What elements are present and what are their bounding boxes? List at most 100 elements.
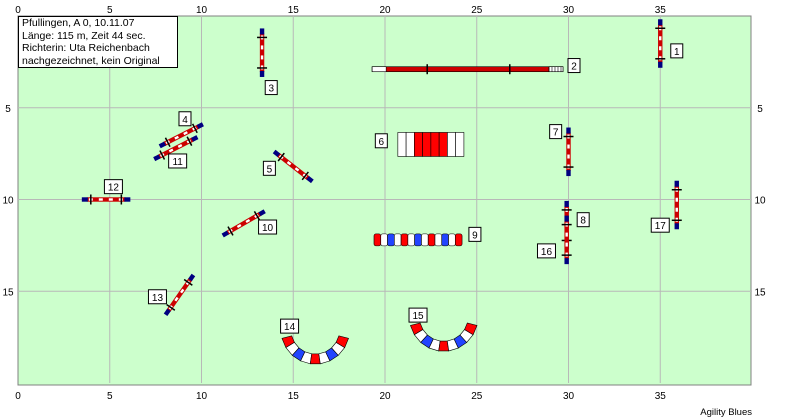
obstacle-label-box bbox=[536, 243, 556, 259]
jump-wing bbox=[163, 308, 171, 317]
judge-line: Richterin: Uta Reichenbach bbox=[22, 42, 150, 54]
y-tick-label: 10 bbox=[2, 196, 14, 207]
jump-wing bbox=[658, 19, 663, 26]
tire-segment bbox=[430, 132, 440, 157]
weave-pole bbox=[421, 233, 429, 247]
x-tick-label: 35 bbox=[655, 5, 667, 16]
obstacle-label-box bbox=[567, 58, 581, 74]
stats-line: Länge: 115 m, Zeit 44 sec. bbox=[22, 29, 146, 42]
obstacle-label-box bbox=[262, 160, 276, 176]
jump-pole bbox=[159, 150, 166, 160]
x-tick-label: 10 bbox=[196, 5, 208, 16]
obstacle-number-11: 11 bbox=[172, 157, 183, 168]
jump-bar-stripe bbox=[675, 207, 678, 212]
credit-text: Agility Blues bbox=[700, 407, 752, 418]
tunnel-segment bbox=[335, 335, 349, 349]
obstacle-number-13: 13 bbox=[152, 293, 164, 304]
jump-wing bbox=[258, 209, 266, 217]
event-line: Pfullingen, A 0, 10.11.07 bbox=[22, 17, 135, 29]
weave-pole bbox=[387, 233, 395, 247]
obstacles-layer bbox=[81, 19, 682, 365]
obstacle-label-box bbox=[168, 153, 188, 169]
jump-wing bbox=[188, 273, 196, 282]
obstacle-number-16: 16 bbox=[541, 247, 553, 258]
x-tick-label: 15 bbox=[288, 391, 300, 402]
jump-bar-stripe bbox=[675, 197, 678, 202]
jump-bar bbox=[658, 24, 663, 63]
jump-pole bbox=[166, 303, 176, 311]
jump-pole bbox=[164, 137, 171, 148]
weave-pole bbox=[414, 233, 422, 247]
y-tick-label: 5 bbox=[757, 104, 763, 115]
x-tick-label: 15 bbox=[288, 5, 300, 16]
jump-wing bbox=[272, 149, 281, 157]
jump-bar-stripe bbox=[659, 46, 662, 51]
obstacle-number-8: 8 bbox=[580, 216, 586, 227]
jump bbox=[561, 215, 572, 265]
jump bbox=[163, 273, 196, 317]
jump-bar-stripe bbox=[294, 167, 300, 172]
obstacle-number-3: 3 bbox=[268, 84, 274, 95]
y-tick-label: 10 bbox=[754, 196, 766, 207]
jump-bar-stripe bbox=[174, 296, 179, 302]
x-tick-label: 10 bbox=[196, 391, 208, 402]
obstacle-number-10: 10 bbox=[262, 223, 274, 234]
jump-wing bbox=[564, 200, 569, 207]
obstacle-number-14: 14 bbox=[284, 322, 296, 333]
obstacle-number-1: 1 bbox=[674, 47, 680, 58]
jump bbox=[221, 209, 266, 238]
obstacle-label-box bbox=[468, 226, 482, 242]
obstacle-number-4: 4 bbox=[182, 115, 188, 126]
jump-wing bbox=[566, 127, 571, 134]
note-line: nachgezeichnet, kein Original bbox=[22, 54, 160, 67]
jump-bar bbox=[163, 124, 200, 146]
jump-bar bbox=[166, 277, 193, 312]
jump bbox=[563, 127, 574, 177]
jump-bar-stripe bbox=[260, 55, 264, 60]
obstacle-number-7: 7 bbox=[553, 128, 559, 139]
y-tick-label: 15 bbox=[2, 287, 14, 298]
obstacle-label-box bbox=[258, 219, 278, 235]
jump-bar bbox=[674, 185, 679, 225]
jump-bar-stripe bbox=[98, 198, 103, 201]
x-tick-label: 5 bbox=[107, 391, 113, 402]
tire-segment bbox=[414, 132, 423, 157]
jump-wing bbox=[196, 122, 204, 129]
jump-wing bbox=[259, 70, 265, 77]
jump-bar-stripe bbox=[180, 288, 185, 294]
jump-bar-stripe bbox=[286, 161, 292, 166]
jump-wing bbox=[564, 258, 569, 265]
weave-pole bbox=[394, 233, 402, 247]
jump-wing bbox=[81, 197, 88, 202]
obstacle-label-box bbox=[280, 318, 300, 334]
jump-pole bbox=[277, 152, 285, 162]
jump-pole bbox=[301, 171, 309, 181]
jump-bar-stripe bbox=[236, 223, 242, 229]
y-tick-label: 5 bbox=[5, 104, 11, 115]
obstacle-number-2: 2 bbox=[571, 62, 577, 73]
jump-wing bbox=[674, 180, 679, 187]
jump bbox=[671, 180, 682, 230]
jump bbox=[81, 194, 131, 205]
jump-pole bbox=[227, 226, 234, 236]
jump bbox=[655, 19, 666, 68]
jump-wing bbox=[124, 197, 131, 202]
weave-pole bbox=[441, 233, 449, 247]
obstacle-label-box bbox=[178, 111, 192, 127]
jump-bar-stripe bbox=[174, 135, 179, 140]
weave-pole bbox=[380, 233, 388, 247]
tire-segment bbox=[447, 132, 456, 157]
obstacle-label-box bbox=[374, 133, 388, 149]
jump-pole bbox=[253, 211, 261, 221]
obstacle-number-12: 12 bbox=[108, 183, 120, 194]
jump-wing bbox=[259, 28, 265, 35]
weave-pole bbox=[373, 233, 382, 247]
jump-wing bbox=[674, 223, 679, 230]
obstacle-number-17: 17 bbox=[655, 221, 667, 232]
weave-pole bbox=[427, 233, 436, 247]
x-tick-label: 30 bbox=[563, 391, 575, 402]
obstacle-label-box bbox=[670, 43, 684, 59]
